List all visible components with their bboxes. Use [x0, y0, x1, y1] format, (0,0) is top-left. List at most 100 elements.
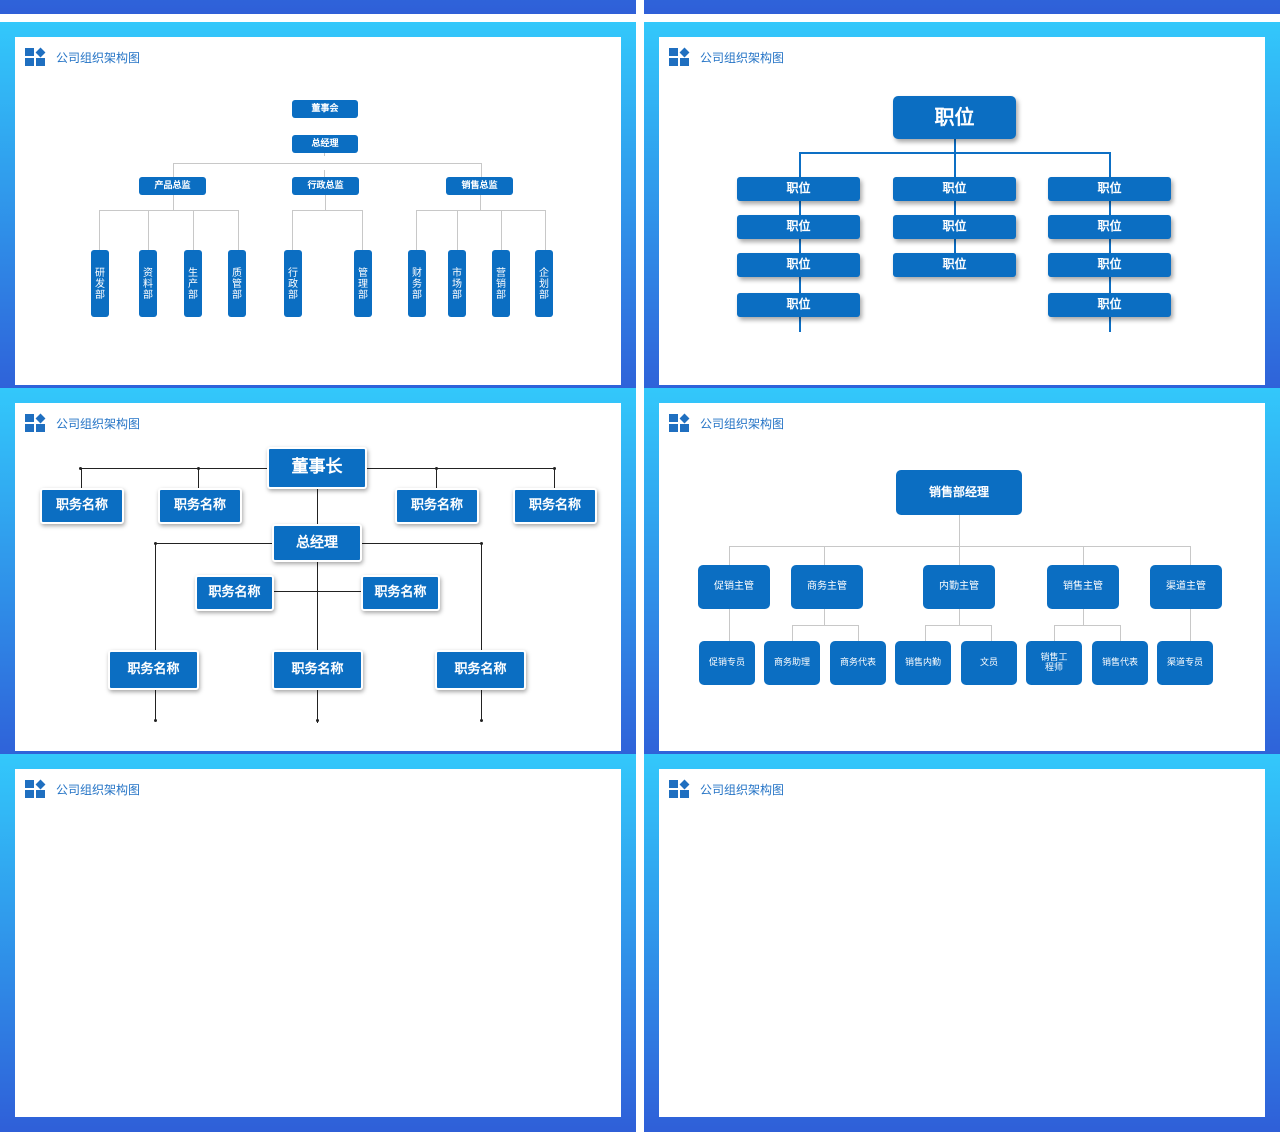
dept-box[interactable]: 市场部 — [448, 250, 466, 317]
connector — [173, 163, 174, 177]
org-box-gm[interactable]: 总经理 — [292, 135, 358, 153]
dept-char: 部 — [288, 290, 298, 301]
slide-card: 公司组织架构图 董事会 总经理 产品总监 行政总监 销售总监 研发部 资料部 生… — [15, 37, 621, 385]
position-box[interactable]: 职位 — [737, 215, 860, 239]
job-title-box[interactable]: 职务名称 — [108, 650, 199, 690]
dept-box[interactable]: 生产部 — [184, 250, 202, 317]
supervisor-box[interactable]: 商务主管 — [791, 565, 863, 609]
connector — [954, 138, 956, 153]
dept-char: 营 — [496, 268, 506, 279]
supervisor-box[interactable]: 渠道主管 — [1150, 565, 1222, 609]
dept-char: 场 — [452, 279, 462, 290]
slide-2[interactable]: 公司组织架构图 职位 职位 职位 职位 职位 职位 职位 职位 职位 职位 职位… — [644, 22, 1280, 400]
job-title-box[interactable]: 职务名称 — [395, 488, 479, 524]
slide-6[interactable]: 公司组织架构图 — [644, 754, 1280, 1132]
job-title-box[interactable]: 职务名称 — [435, 650, 526, 690]
dept-char: 部 — [539, 290, 549, 301]
slide-title: 公司组织架构图 — [700, 782, 785, 797]
org-box-sales-director[interactable]: 销售总监 — [446, 177, 513, 195]
connector-dot — [480, 719, 483, 722]
connector — [457, 210, 458, 250]
job-title-box[interactable]: 职务名称 — [195, 575, 274, 611]
slide-title: 公司组织架构图 — [56, 50, 141, 65]
org-box-product-director[interactable]: 产品总监 — [139, 177, 206, 195]
connector — [481, 163, 482, 177]
slide-4[interactable]: 公司组织架构图 销售部经理 促销主管 商务主管 内勤主管 销售主管 渠道主管 促… — [644, 388, 1280, 766]
slide-header: 公司组织架构图 — [669, 47, 784, 66]
connector — [99, 210, 239, 211]
dept-box[interactable]: 企划部 — [535, 250, 553, 317]
dept-char: 发 — [95, 279, 105, 290]
dept-char: 研 — [95, 268, 105, 279]
dept-box[interactable]: 营销部 — [492, 250, 510, 317]
connector — [991, 625, 992, 641]
job-title-box[interactable]: 职务名称 — [361, 575, 440, 611]
supervisor-box[interactable]: 销售主管 — [1047, 565, 1119, 609]
dept-box[interactable]: 质管部 — [228, 250, 246, 317]
position-box[interactable]: 职位 — [1048, 215, 1171, 239]
position-box[interactable]: 职位 — [1048, 177, 1171, 201]
supervisor-box[interactable]: 促销主管 — [698, 565, 770, 609]
dept-char: 务 — [412, 279, 422, 290]
dept-char: 行 — [288, 268, 298, 279]
slide-header: 公司组织架构图 — [25, 779, 141, 798]
dept-char: 理 — [358, 279, 368, 290]
connector — [959, 546, 960, 566]
connector-dot — [79, 467, 82, 470]
dept-char: 企 — [539, 268, 549, 279]
dept-box[interactable]: 资料部 — [139, 250, 157, 317]
grid-logo-icon — [669, 779, 691, 798]
slide-frame-top-left[interactable] — [0, 0, 636, 14]
grid-logo-icon — [25, 47, 47, 66]
dept-box[interactable]: 财务部 — [408, 250, 426, 317]
grid-logo-icon — [669, 413, 691, 432]
position-box[interactable]: 职位 — [737, 177, 860, 201]
connector — [480, 194, 481, 210]
dept-char: 产 — [188, 279, 198, 290]
dept-char: 部 — [412, 290, 422, 301]
staff-box[interactable]: 销售内勤 — [895, 641, 951, 685]
slide-1[interactable]: 公司组织架构图 董事会 总经理 产品总监 行政总监 销售总监 研发部 资料部 生… — [0, 22, 636, 400]
staff-box[interactable]: 销售代表 — [1092, 641, 1148, 685]
job-title-box[interactable]: 职务名称 — [513, 488, 597, 524]
staff-box[interactable]: 文员 — [961, 641, 1017, 685]
slide-3[interactable]: 公司组织架构图 董事长 职务名称 职务名称 职务名称 职务名称 总经理 职务名称… — [0, 388, 636, 766]
position-box[interactable]: 职位 — [1048, 253, 1171, 277]
slide-title: 公司组织架构图 — [56, 782, 141, 797]
position-box[interactable]: 职位 — [893, 177, 1016, 201]
slide-5[interactable]: 公司组织架构图 — [0, 754, 636, 1132]
connector-dot — [154, 719, 157, 722]
org-box-board[interactable]: 董事会 — [292, 100, 358, 118]
job-title-box[interactable]: 职务名称 — [272, 650, 363, 690]
chairman-box[interactable]: 董事长 — [267, 447, 367, 489]
connector — [925, 625, 926, 641]
dept-box[interactable]: 行政部 — [284, 250, 302, 317]
staff-box[interactable]: 商务助理 — [764, 641, 820, 685]
staff-box[interactable]: 销售工程师 — [1026, 641, 1082, 685]
connector — [1190, 546, 1191, 566]
staff-box[interactable]: 商务代表 — [830, 641, 886, 685]
position-box[interactable]: 职位 — [1048, 293, 1171, 317]
staff-box[interactable]: 促销专员 — [699, 641, 755, 685]
staff-box[interactable]: 渠道专员 — [1157, 641, 1213, 685]
gm-box[interactable]: 总经理 — [272, 524, 362, 562]
job-title-box[interactable]: 职务名称 — [158, 488, 242, 524]
slide-frame-top-right[interactable] — [644, 0, 1280, 14]
connector-dot — [316, 719, 319, 722]
job-title-box[interactable]: 职务名称 — [40, 488, 124, 524]
sales-manager-box[interactable]: 销售部经理 — [896, 470, 1022, 515]
connector — [148, 210, 149, 250]
dept-char: 市 — [452, 268, 462, 279]
position-top-box[interactable]: 职位 — [893, 96, 1016, 139]
connector — [238, 210, 239, 250]
position-box[interactable]: 职位 — [737, 293, 860, 317]
connector — [416, 210, 417, 250]
dept-box[interactable]: 研发部 — [91, 250, 109, 317]
dept-box[interactable]: 管理部 — [354, 250, 372, 317]
org-box-admin-director[interactable]: 行政总监 — [292, 177, 359, 195]
position-box[interactable]: 职位 — [737, 253, 860, 277]
position-box[interactable]: 职位 — [893, 215, 1016, 239]
supervisor-box[interactable]: 内勤主管 — [923, 565, 995, 609]
position-box[interactable]: 职位 — [893, 253, 1016, 277]
connector — [292, 210, 362, 211]
